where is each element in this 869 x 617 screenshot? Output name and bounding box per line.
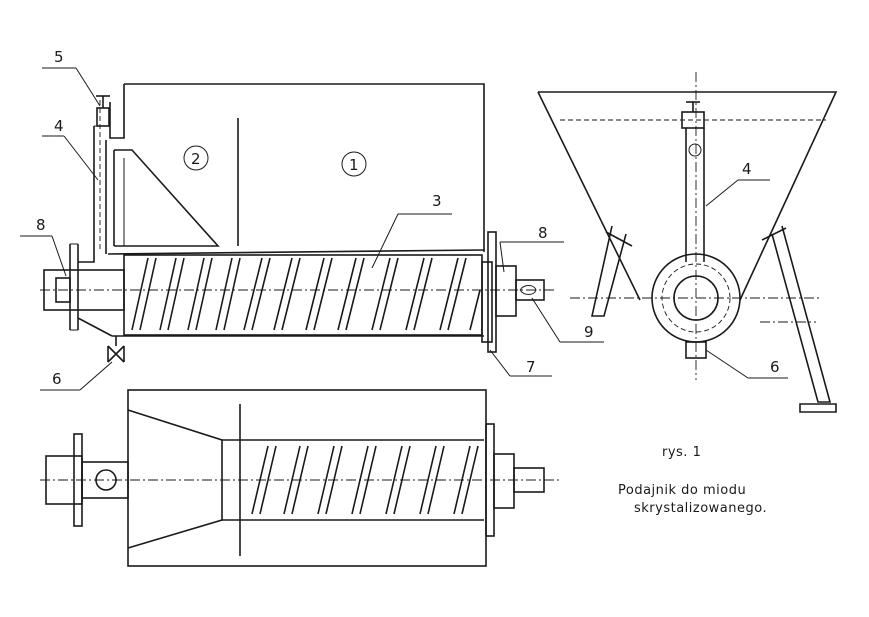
- hopper-outline: [124, 83, 485, 252]
- side-leg-right: [771, 225, 832, 403]
- callout-8: 8: [36, 216, 46, 234]
- callout-8-right: 8: [538, 224, 548, 242]
- chamber-2-marker: [183, 145, 209, 171]
- drive-shaft: [515, 279, 545, 301]
- plan-drive-shaft: [513, 467, 545, 493]
- hopper-left-wall: [109, 84, 125, 139]
- callout-7: 7: [526, 358, 536, 376]
- plan-screw-flights: [251, 445, 479, 515]
- plan-hopper-taper: [127, 409, 223, 549]
- figure-number: rys. 1: [662, 445, 701, 460]
- callout-9: 9: [584, 323, 594, 341]
- side-hopper-right: [538, 91, 838, 301]
- plan-outline: [127, 389, 487, 567]
- callout-6: 6: [52, 370, 62, 388]
- side-leg-left: [591, 225, 627, 317]
- side-view: [537, 72, 838, 413]
- callout-leaders: [20, 67, 604, 391]
- callout-1: 1: [349, 156, 359, 174]
- plan-pipe-opening: [95, 469, 117, 491]
- plan-view: [40, 389, 560, 567]
- callout-3: 3: [432, 192, 442, 210]
- side-callout-4: 4: [742, 160, 752, 178]
- drain-valve-6: [107, 345, 125, 363]
- screw-flights: [131, 257, 481, 331]
- callout-5: 5: [54, 48, 64, 66]
- side-hopper-left: [537, 91, 641, 301]
- chamber-1-marker: [341, 151, 367, 177]
- main-section-view: [40, 83, 555, 363]
- inner-wedge: [114, 149, 220, 247]
- pipe-4: [78, 126, 95, 263]
- valve-5: [96, 107, 110, 127]
- side-shaft-hole: [673, 275, 719, 321]
- left-bearing: [43, 269, 125, 311]
- callout-2: 2: [191, 150, 201, 168]
- caption-line-2: skrystalizowanego.: [634, 501, 767, 516]
- screw-housing: [123, 254, 483, 336]
- caption-line-1: Podajnik do miodu: [618, 483, 746, 498]
- side-callout-6: 6: [770, 358, 780, 376]
- right-bearing: [495, 265, 517, 317]
- callout-4: 4: [54, 117, 64, 135]
